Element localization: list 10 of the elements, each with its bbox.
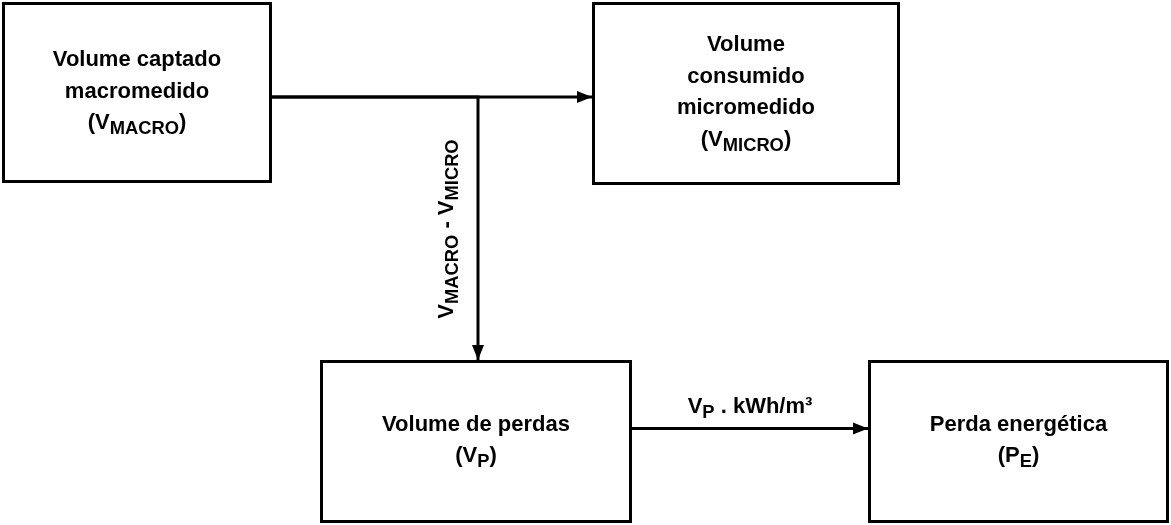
process-box — [2, 2, 272, 183]
process-box — [320, 360, 632, 523]
box-label: Perda energética (P$_{E}$) — [928, 409, 1109, 474]
box-label: Volume captado macromedido (V$_{MACRO}$) — [51, 44, 223, 141]
arrow — [632, 422, 868, 435]
box-label: Volume de perdas (V$_{P}$) — [381, 409, 571, 474]
box-label: Volume consumido micromedido (V$_{MICRO}$) — [675, 29, 817, 158]
arrow — [272, 95, 484, 360]
process-box — [592, 2, 900, 185]
process-box — [868, 360, 1169, 523]
